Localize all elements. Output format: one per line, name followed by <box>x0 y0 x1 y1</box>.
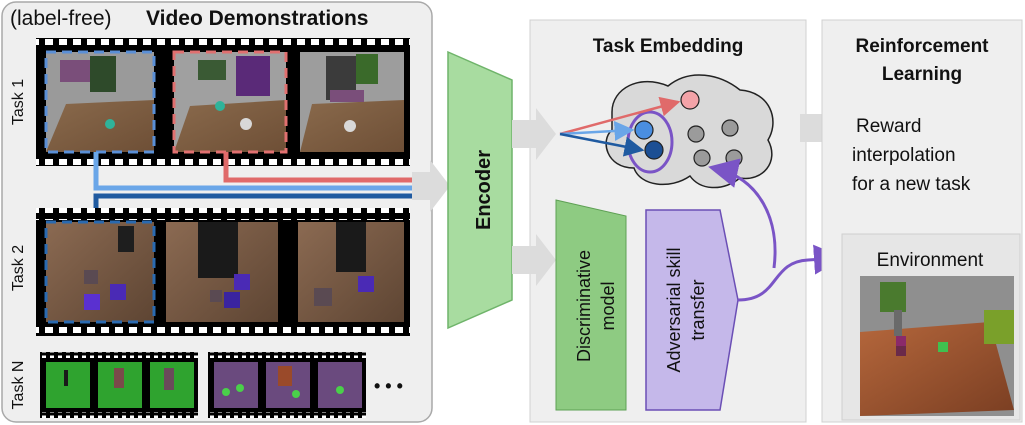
task-n-label: Task N <box>10 361 27 410</box>
arrow-right-icon <box>512 234 556 286</box>
discriminative-label-2: model <box>598 281 618 330</box>
film-strip-task-n-b <box>208 352 366 418</box>
encoder-label: Encoder <box>473 150 495 230</box>
arrow-right-icon <box>512 108 556 160</box>
task-1-frame-1 <box>44 50 156 154</box>
adversarial-feedback-arrow <box>737 244 844 302</box>
task-1-label: Task 1 <box>10 79 27 125</box>
adversarial-label-2: transfer <box>688 279 708 340</box>
task-2-frame-3 <box>298 222 404 322</box>
adversarial-label-1: Adversarial skill <box>664 247 684 372</box>
discriminative-model-block <box>555 199 627 411</box>
task-2-label: Task 2 <box>10 245 27 291</box>
film-strip-task-2 <box>36 208 410 336</box>
panel-title: Video Demonstrations <box>146 7 369 30</box>
environment-label: Environment <box>877 250 984 271</box>
task-embedding-title: Task Embedding <box>593 36 744 57</box>
film-strip-task-1 <box>36 38 410 166</box>
environment-image <box>860 276 1014 416</box>
film-strip-task-n-a <box>40 352 198 418</box>
adversarial-to-embedding-arrow <box>708 158 777 269</box>
rl-title-2: Learning <box>882 64 962 85</box>
task-1-frame-2 <box>172 50 288 154</box>
reward-text-2: interpolation <box>852 145 956 166</box>
reward-text-1: Reward <box>856 116 921 137</box>
task-1-frame-3 <box>300 52 404 152</box>
reward-text-3: for a new task <box>852 174 971 195</box>
arrow-right-icon <box>412 160 450 212</box>
encoder-block <box>447 50 513 330</box>
adversarial-transfer-block <box>645 209 739 411</box>
panel-title-prefix: (label-free) <box>10 7 112 30</box>
task-2-frame-1 <box>44 220 156 324</box>
more-tasks-ellipsis: • • • <box>374 376 403 396</box>
rl-title-1: Reinforcement <box>855 36 989 57</box>
discriminative-label-1: Discriminative <box>574 250 594 362</box>
task-2-frame-2 <box>166 222 278 322</box>
